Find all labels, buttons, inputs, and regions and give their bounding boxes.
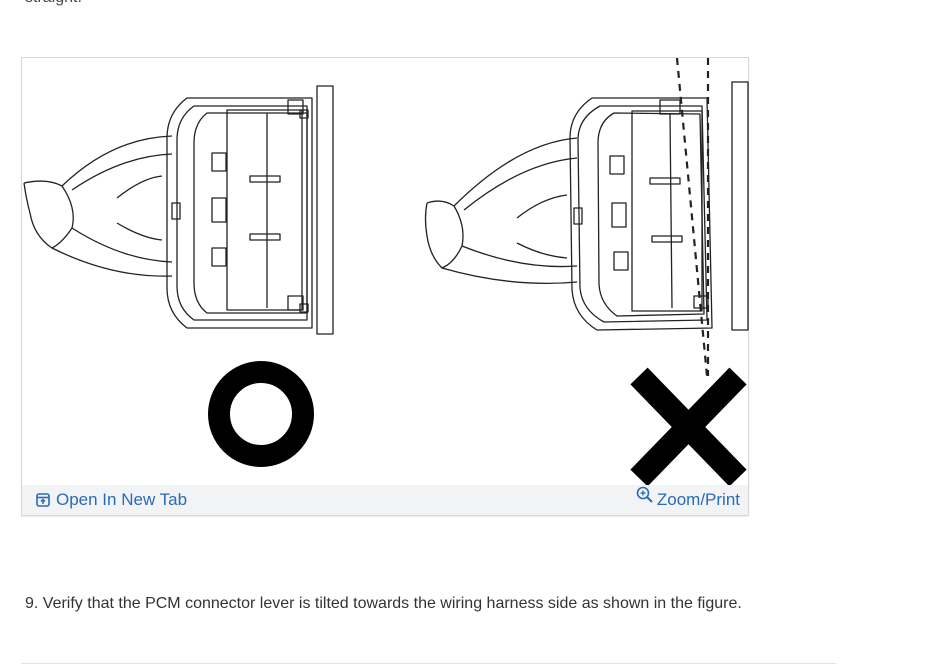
zoom-in-icon — [636, 486, 653, 503]
step-9-text: 9. Verify that the PCM connector lever i… — [25, 595, 742, 612]
section-divider — [21, 663, 836, 664]
open-in-new-tab-label: Open In New Tab — [56, 490, 188, 509]
open-in-new-tab-link[interactable]: Open In New Tab — [36, 485, 187, 515]
zoom-print-label: Zoom/Print — [656, 490, 740, 509]
connector-incorrect-drawing — [424, 58, 749, 377]
zoom-print-link[interactable]: Zoom/Print — [636, 485, 740, 515]
incorrect-x-mark — [630, 367, 747, 487]
connector-illustration — [23, 58, 749, 487]
connector-correct-drawing — [23, 85, 334, 335]
figure-toolbar: Open In New Tab Zoom/Print — [22, 485, 748, 515]
connector-figure: Open In New Tab Zoom/Print — [21, 57, 749, 516]
open-in-new-tab-icon — [36, 493, 50, 507]
previous-step-text-fragment: straight. — [25, 0, 82, 8]
correct-o-mark — [208, 361, 314, 467]
